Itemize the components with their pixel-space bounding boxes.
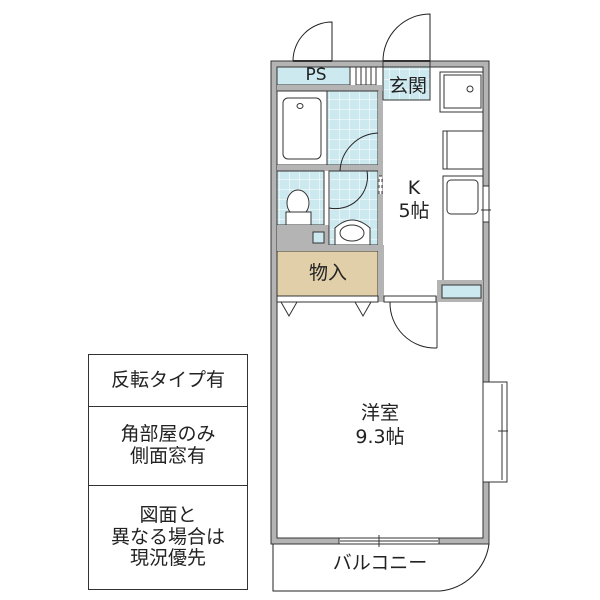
note-actual-condition: 図面と 異なる場合は 現況優先 — [88, 485, 248, 590]
note-reversed-type: 反転タイプ有 — [88, 354, 248, 407]
room-label-western: 洋室 — [360, 402, 399, 424]
room-label-kitchen: K — [407, 177, 421, 199]
room-label-entrance: 玄関 — [388, 75, 427, 97]
note-corner-window: 角部屋のみ 側面窓有 — [88, 406, 248, 486]
fridge-space — [442, 130, 484, 170]
note-text: 図面と 異なる場合は 現況優先 — [110, 503, 225, 570]
bathtub — [282, 97, 322, 160]
room-label-ps: PS — [305, 65, 327, 85]
room-size-kitchen: 5帖 — [398, 200, 430, 222]
room-label-balcony: バルコニー — [332, 552, 428, 574]
room-size-western: 9.3帖 — [355, 426, 405, 448]
note-text: 角部屋のみ 側面窓有 — [120, 423, 216, 467]
room-label-storage: 物入 — [308, 262, 347, 284]
note-text: 反転タイプ有 — [110, 368, 225, 391]
